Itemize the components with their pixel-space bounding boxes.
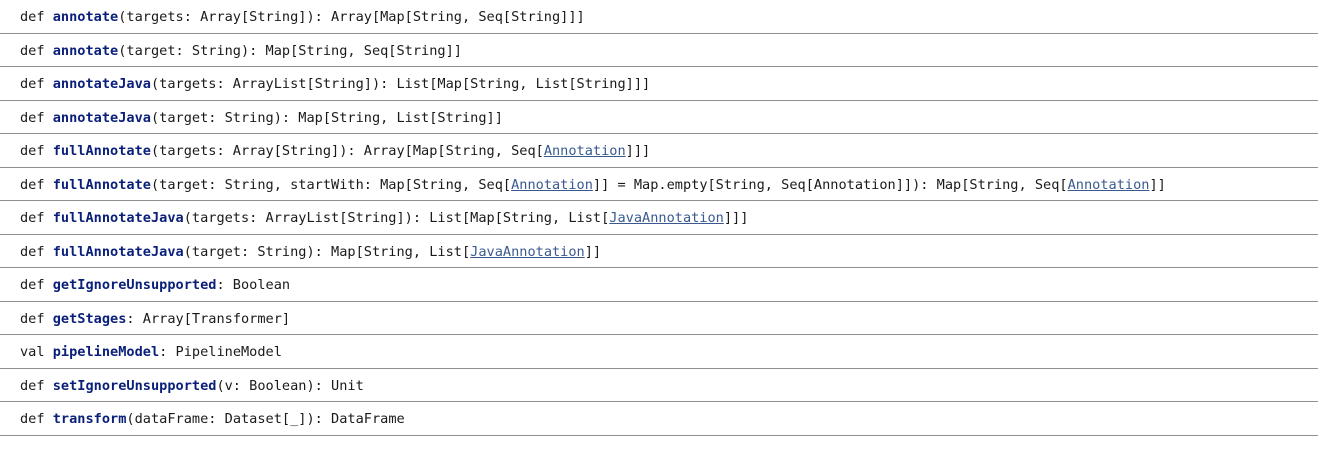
member-keyword: def [20, 176, 45, 193]
member-signature-text: (targets: ArrayList[String]): List[Map[S… [150, 76, 651, 92]
member-name[interactable]: fullAnnotateJava [52, 243, 184, 260]
member-signature-text: ]] = Map.empty[String, Seq[Annotation]])… [592, 176, 1068, 193]
member-keyword: def [20, 143, 45, 159]
member-keyword: def [20, 243, 45, 260]
member-row-fullAnnotate[interactable]: def fullAnnotate(targets: Array[String])… [0, 134, 1318, 168]
member-name[interactable]: getStages [52, 310, 127, 327]
member-signature: def annotate(target: String): Map[String… [20, 43, 462, 59]
member-signature-text: (dataFrame: Dataset[_]): DataFrame [126, 411, 405, 427]
member-name[interactable]: annotate [52, 9, 119, 25]
type-link[interactable]: Annotation [543, 143, 626, 159]
member-signature: def fullAnnotateJava(target: String): Ma… [20, 244, 601, 260]
member-row-fullAnnotate[interactable]: def fullAnnotate(target: String, startWi… [0, 168, 1318, 201]
member-name[interactable]: annotateJava [52, 76, 151, 92]
member-keyword: def [20, 9, 45, 25]
member-name[interactable]: setIgnoreUnsupported [52, 377, 217, 394]
member-signature: def getStages: Array[Transformer] [20, 311, 290, 327]
member-signature-text: : PipelineModel [159, 344, 282, 360]
member-signature: def transform(dataFrame: Dataset[_]): Da… [20, 411, 405, 427]
member-row-fullAnnotateJava[interactable]: def fullAnnotateJava(targets: ArrayList[… [0, 201, 1318, 235]
member-row-fullAnnotateJava[interactable]: def fullAnnotateJava(target: String): Ma… [0, 235, 1318, 268]
member-signature-text: (target: String): Map[String, Seq[String… [118, 42, 462, 59]
member-keyword: val [20, 344, 45, 360]
member-signature: def annotate(targets: Array[String]): Ar… [20, 9, 585, 25]
member-signature-text: (target: String, startWith: Map[String, … [150, 176, 512, 193]
member-signature: def fullAnnotateJava(targets: ArrayList[… [20, 210, 748, 226]
member-name[interactable]: transform [52, 411, 127, 427]
member-row-setIgnoreUnsupported[interactable]: def setIgnoreUnsupported(v: Boolean): Un… [0, 369, 1318, 402]
member-keyword: def [20, 76, 45, 92]
member-signature-text: ]] [1149, 176, 1166, 193]
member-keyword: def [20, 411, 45, 427]
member-name[interactable]: fullAnnotate [52, 143, 151, 159]
member-row-annotate[interactable]: def annotate(target: String): Map[String… [0, 34, 1318, 67]
member-keyword: def [20, 310, 45, 327]
member-row-annotate[interactable]: def annotate(targets: Array[String]): Ar… [0, 0, 1318, 34]
member-name[interactable]: fullAnnotateJava [52, 210, 184, 226]
member-row-transform[interactable]: def transform(dataFrame: Dataset[_]): Da… [0, 402, 1318, 436]
member-keyword: def [20, 377, 45, 394]
member-signature: def getIgnoreUnsupported: Boolean [20, 277, 290, 293]
type-link[interactable]: Annotation [1067, 176, 1150, 193]
member-name[interactable]: pipelineModel [52, 344, 160, 360]
member-row-getIgnoreUnsupported[interactable]: def getIgnoreUnsupported: Boolean [0, 268, 1318, 302]
member-name[interactable]: annotate [52, 42, 119, 59]
member-signature-text: : Array[Transformer] [126, 310, 291, 327]
member-row-annotateJava[interactable]: def annotateJava(targets: ArrayList[Stri… [0, 67, 1318, 101]
member-name[interactable]: annotateJava [52, 109, 151, 126]
member-keyword: def [20, 210, 45, 226]
member-signature-text: (target: String): Map[String, List[ [183, 243, 471, 260]
member-keyword: def [20, 277, 45, 293]
member-keyword: def [20, 42, 45, 59]
member-signature-text: ]]] [625, 143, 651, 159]
member-signature-text: (targets: Array[String]): Array[Map[Stri… [150, 143, 544, 159]
member-row-getStages[interactable]: def getStages: Array[Transformer] [0, 302, 1318, 335]
type-link[interactable]: JavaAnnotation [470, 243, 585, 260]
member-signature: def setIgnoreUnsupported(v: Boolean): Un… [20, 378, 364, 394]
member-signature: val pipelineModel: PipelineModel [20, 344, 282, 360]
member-row-pipelineModel[interactable]: val pipelineModel: PipelineModel [0, 335, 1318, 369]
member-signature: def fullAnnotate(targets: Array[String])… [20, 143, 650, 159]
member-signature-text: (target: String): Map[String, List[Strin… [150, 109, 503, 126]
member-list: def annotate(targets: Array[String]): Ar… [0, 0, 1318, 436]
member-signature-text: : Boolean [216, 277, 291, 293]
member-signature: def annotateJava(targets: ArrayList[Stri… [20, 76, 650, 92]
member-signature-text: (v: Boolean): Unit [216, 377, 364, 394]
member-keyword: def [20, 109, 45, 126]
member-name[interactable]: fullAnnotate [52, 176, 151, 193]
member-name[interactable]: getIgnoreUnsupported [52, 277, 217, 293]
type-link[interactable]: JavaAnnotation [609, 210, 724, 226]
member-signature-text: (targets: ArrayList[String]): List[Map[S… [183, 210, 610, 226]
member-signature: def annotateJava(target: String): Map[St… [20, 110, 503, 126]
member-signature-text: ]]] [723, 210, 749, 226]
member-signature: def fullAnnotate(target: String, startWi… [20, 177, 1166, 193]
type-link[interactable]: Annotation [511, 176, 593, 193]
member-row-annotateJava[interactable]: def annotateJava(target: String): Map[St… [0, 101, 1318, 134]
member-signature-text: (targets: Array[String]): Array[Map[Stri… [118, 9, 585, 25]
member-signature-text: ]] [584, 243, 602, 260]
